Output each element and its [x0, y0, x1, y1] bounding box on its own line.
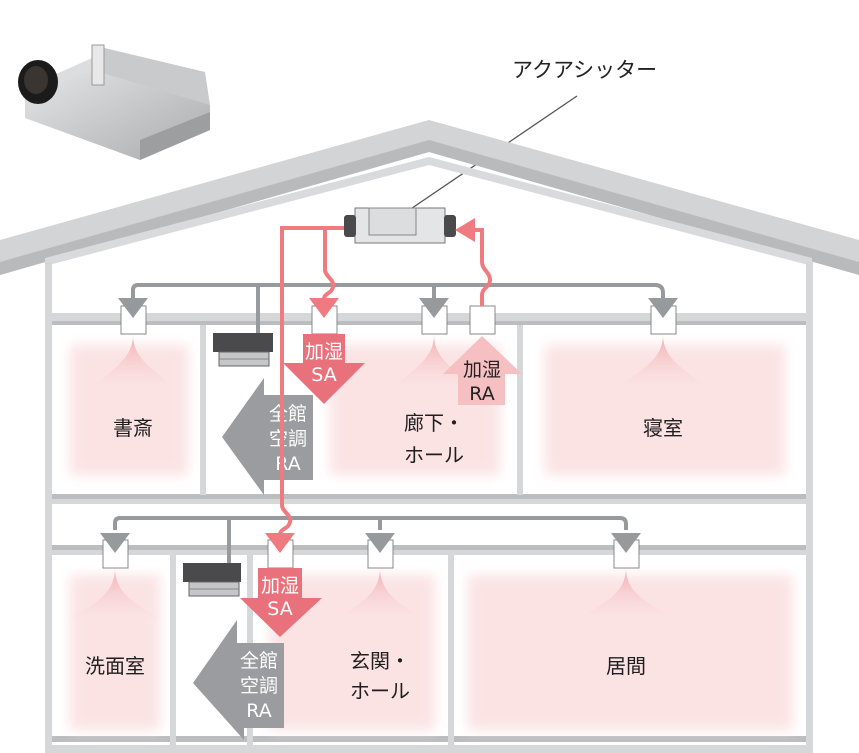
upper-ra-humid-label-1: 加湿 [463, 359, 501, 381]
callout-label: アクアシッター [512, 58, 657, 82]
aqua-sitter-unit [344, 207, 456, 244]
room-bedroom: 寝室 [643, 416, 683, 440]
upper-sa-label-2: SA [311, 364, 336, 386]
room-washroom: 洗面室 [85, 654, 145, 678]
indoor-unit-upper [213, 333, 273, 367]
lower-whole-ra-label-1: 全館 [240, 650, 278, 672]
upper-ra-humid-arrow: 加湿 RA [443, 336, 522, 405]
upper-whole-ra-label-3: RA [275, 453, 300, 475]
upper-sa-label-1: 加湿 [305, 341, 343, 363]
ra-inlet-arrowhead [455, 218, 475, 242]
upper-whole-ra-label-1: 全館 [269, 403, 307, 425]
room-living: 居間 [606, 654, 646, 678]
lower-sa-label-1: 加湿 [261, 575, 299, 597]
room-glows [70, 345, 793, 730]
lower-sa-arrow: 加湿 SA [240, 568, 322, 637]
product-photo [18, 44, 210, 160]
lower-whole-ra-arrow: 全館 空調 RA [193, 620, 284, 740]
lower-sa-label-2: SA [267, 598, 292, 620]
gray-duct-upper [131, 283, 665, 335]
gray-duct-lower [113, 516, 628, 563]
room-entrance-2: ホール [350, 679, 410, 703]
diffusers-lower [100, 533, 641, 569]
room-hallway-upper: 廊下・ [404, 411, 464, 435]
room-study: 書斎 [113, 416, 153, 440]
roof [0, 120, 859, 275]
upper-whole-ra-arrow: 全館 空調 RA [222, 378, 313, 495]
lower-whole-ra-label-3: RA [246, 700, 271, 722]
room-entrance: 玄関・ [350, 649, 410, 673]
diffusers-upper [118, 298, 678, 335]
upper-sa-arrow: 加湿 SA [283, 334, 365, 404]
upper-ra-humid-label-2: RA [469, 383, 494, 405]
upper-whole-ra-label-2: 空調 [269, 428, 307, 450]
lower-whole-ra-label-2: 空調 [240, 675, 278, 697]
diffuser-cones [68, 335, 711, 620]
indoor-unit-lower [183, 563, 241, 597]
pink-ducts [278, 226, 493, 548]
room-hallway-upper-2: ホール [404, 443, 464, 467]
